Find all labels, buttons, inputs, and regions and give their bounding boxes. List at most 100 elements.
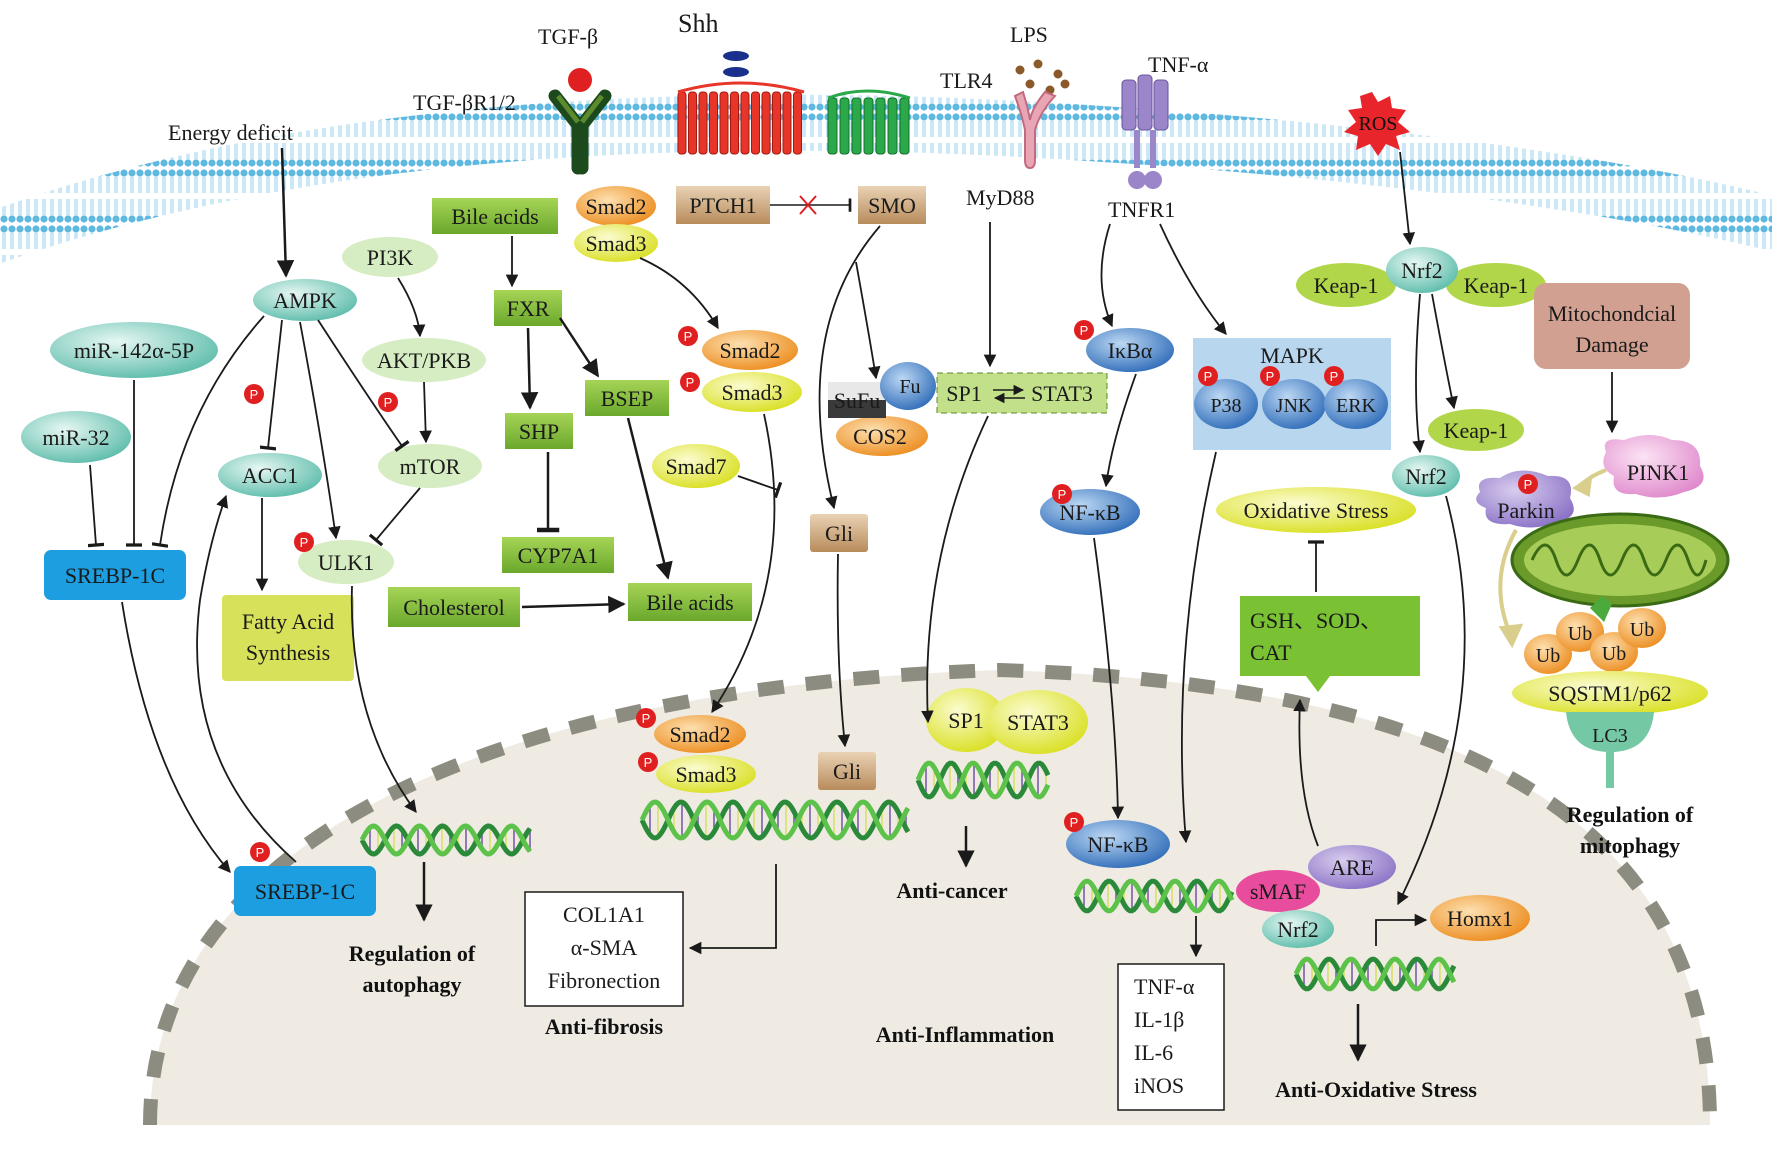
svg-text:P: P: [1080, 323, 1089, 338]
tgfb-label: TGF-β: [538, 24, 598, 49]
svg-text:P: P: [1070, 815, 1079, 830]
tgfb-receptor: [548, 89, 612, 175]
svg-text:P: P: [1058, 487, 1067, 502]
smad2-phospho-node: Smad2: [702, 330, 798, 370]
svg-text:SQSTM1/p62: SQSTM1/p62: [1548, 681, 1671, 706]
svg-text:Mitochondcial: Mitochondcial: [1548, 301, 1676, 326]
svg-text:Smad7: Smad7: [665, 454, 726, 479]
phosphate-marker-icon: P: [1198, 366, 1218, 386]
inflammation-target: IL-1β: [1134, 1007, 1184, 1032]
svg-text:Smad3: Smad3: [721, 380, 782, 405]
svg-text:MAPK: MAPK: [1260, 343, 1324, 368]
smaf-node: sMAF: [1236, 870, 1320, 912]
dna-helix-icon: [915, 760, 1051, 800]
smad2-nucleus-node: Smad2: [654, 715, 746, 753]
sufu-complex: COS2 SuFu Fu: [828, 362, 936, 456]
ubiquitin-cluster: Ub Ub Ub Ub: [1524, 596, 1666, 674]
svg-text:PTCH1: PTCH1: [689, 193, 756, 218]
svg-text:SREBP-1C: SREBP-1C: [255, 879, 355, 904]
svg-text:Fu: Fu: [899, 376, 920, 398]
phosphate-marker-icon: P: [250, 842, 270, 862]
keap1-right-node: Keap-1: [1446, 263, 1546, 307]
svg-text:Keap-1: Keap-1: [1314, 273, 1379, 298]
pathway-arrows: [87, 147, 1619, 1062]
mitochondrion-icon: [1510, 512, 1730, 608]
fibrosis-target: COL1A1: [563, 902, 645, 927]
sp1-nucleus-node: SP1: [926, 688, 1006, 752]
fibrosis-targets-box: COL1A1 α-SMA Fibronection: [524, 891, 684, 1007]
svg-text:STAT3: STAT3: [1031, 381, 1093, 406]
svg-text:miR-142α-5P: miR-142α-5P: [74, 338, 194, 363]
svg-text:P: P: [644, 755, 653, 770]
shh-ligand: [723, 51, 749, 61]
svg-text:Gli: Gli: [825, 521, 853, 546]
svg-text:NF-κB: NF-κB: [1087, 832, 1148, 857]
parkin-node: Parkin: [1476, 470, 1574, 528]
ros-burst: ROS: [1344, 92, 1410, 156]
mir32-node: miR-32: [21, 411, 131, 463]
svg-text:LC3: LC3: [1592, 725, 1628, 747]
ros-label: ROS: [1359, 113, 1398, 135]
svg-text:Damage: Damage: [1575, 332, 1648, 357]
svg-text:P: P: [642, 711, 651, 726]
nrf2-free-node: Nrf2: [1392, 455, 1460, 497]
autophagy-outcome-line1: Regulation of: [349, 941, 476, 966]
lc3-node: LC3: [1566, 712, 1654, 788]
srebp-cytoplasm-box: SREBP-1C: [44, 550, 186, 600]
cell-membrane: [0, 94, 1772, 264]
are-node: ARE: [1308, 845, 1396, 889]
gli-nucleus-box: Gli: [818, 752, 876, 790]
mitophagy-outcome-line2: mitophagy: [1580, 833, 1680, 858]
svg-text:Smad2: Smad2: [719, 338, 780, 363]
svg-text:SREBP-1C: SREBP-1C: [65, 563, 165, 588]
svg-text:P: P: [684, 329, 693, 344]
lps-ligand: [1015, 59, 1070, 95]
svg-text:SP1: SP1: [946, 381, 981, 406]
svg-text:PINK1: PINK1: [1627, 460, 1689, 485]
inflammation-target: iNOS: [1134, 1073, 1184, 1098]
svg-text:P: P: [256, 845, 265, 860]
srebp-nucleus-box: SREBP-1C: [234, 866, 376, 916]
ampk-node: AMPK: [253, 279, 357, 321]
svg-text:Homx1: Homx1: [1447, 906, 1513, 931]
svg-text:ARE: ARE: [1330, 855, 1374, 880]
svg-text:ULK1: ULK1: [318, 550, 374, 575]
fxr-box: FXR: [494, 290, 562, 326]
svg-text:P: P: [1524, 477, 1533, 492]
tlr4-label: TLR4: [940, 68, 993, 93]
tnfr1-receptor: [1121, 74, 1169, 189]
svg-text:Nrf2: Nrf2: [1405, 464, 1447, 489]
fibrosis-target: α-SMA: [571, 935, 638, 960]
pi3k-node: PI3K: [342, 237, 438, 277]
svg-text:Smad2: Smad2: [585, 194, 646, 219]
svg-text:FXR: FXR: [507, 296, 550, 321]
svg-text:sMAF: sMAF: [1250, 879, 1306, 904]
phosphate-marker-icon: P: [294, 532, 314, 552]
anti-inflammation-outcome: Anti-Inflammation: [876, 1022, 1054, 1047]
svg-text:P: P: [1330, 369, 1339, 384]
energy-deficit-label: Energy deficit: [168, 120, 293, 145]
svg-text:Bile acids: Bile acids: [451, 204, 538, 229]
myd88-label: MyD88: [966, 185, 1034, 210]
svg-text:CAT: CAT: [1250, 640, 1292, 665]
smo-box: SMO: [858, 186, 926, 224]
svg-text:AKT/PKB: AKT/PKB: [377, 348, 471, 373]
svg-text:Oxidative Stress: Oxidative Stress: [1244, 498, 1389, 523]
dna-helix-icon: [639, 799, 911, 841]
phosphate-marker-icon: P: [1260, 366, 1280, 386]
svg-text:P: P: [250, 387, 259, 402]
phosphate-marker-icon: P: [638, 752, 658, 772]
svg-text:ERK: ERK: [1336, 395, 1377, 417]
svg-text:STAT3: STAT3: [1007, 710, 1069, 735]
ub-label: Ub: [1630, 619, 1654, 641]
lps-label: LPS: [1010, 22, 1048, 47]
ub-label: Ub: [1536, 645, 1560, 667]
mapk-box: MAPK P38 JNK ERK: [1193, 338, 1391, 450]
pink1-node: PINK1: [1603, 435, 1704, 498]
svg-text:SHP: SHP: [519, 419, 559, 444]
smad3-nucleus-node: Smad3: [656, 755, 756, 793]
dna-helices: [359, 760, 1457, 992]
phosphate-marker-icon: P: [1518, 474, 1538, 494]
oxidative-stress-node: Oxidative Stress: [1216, 487, 1416, 533]
